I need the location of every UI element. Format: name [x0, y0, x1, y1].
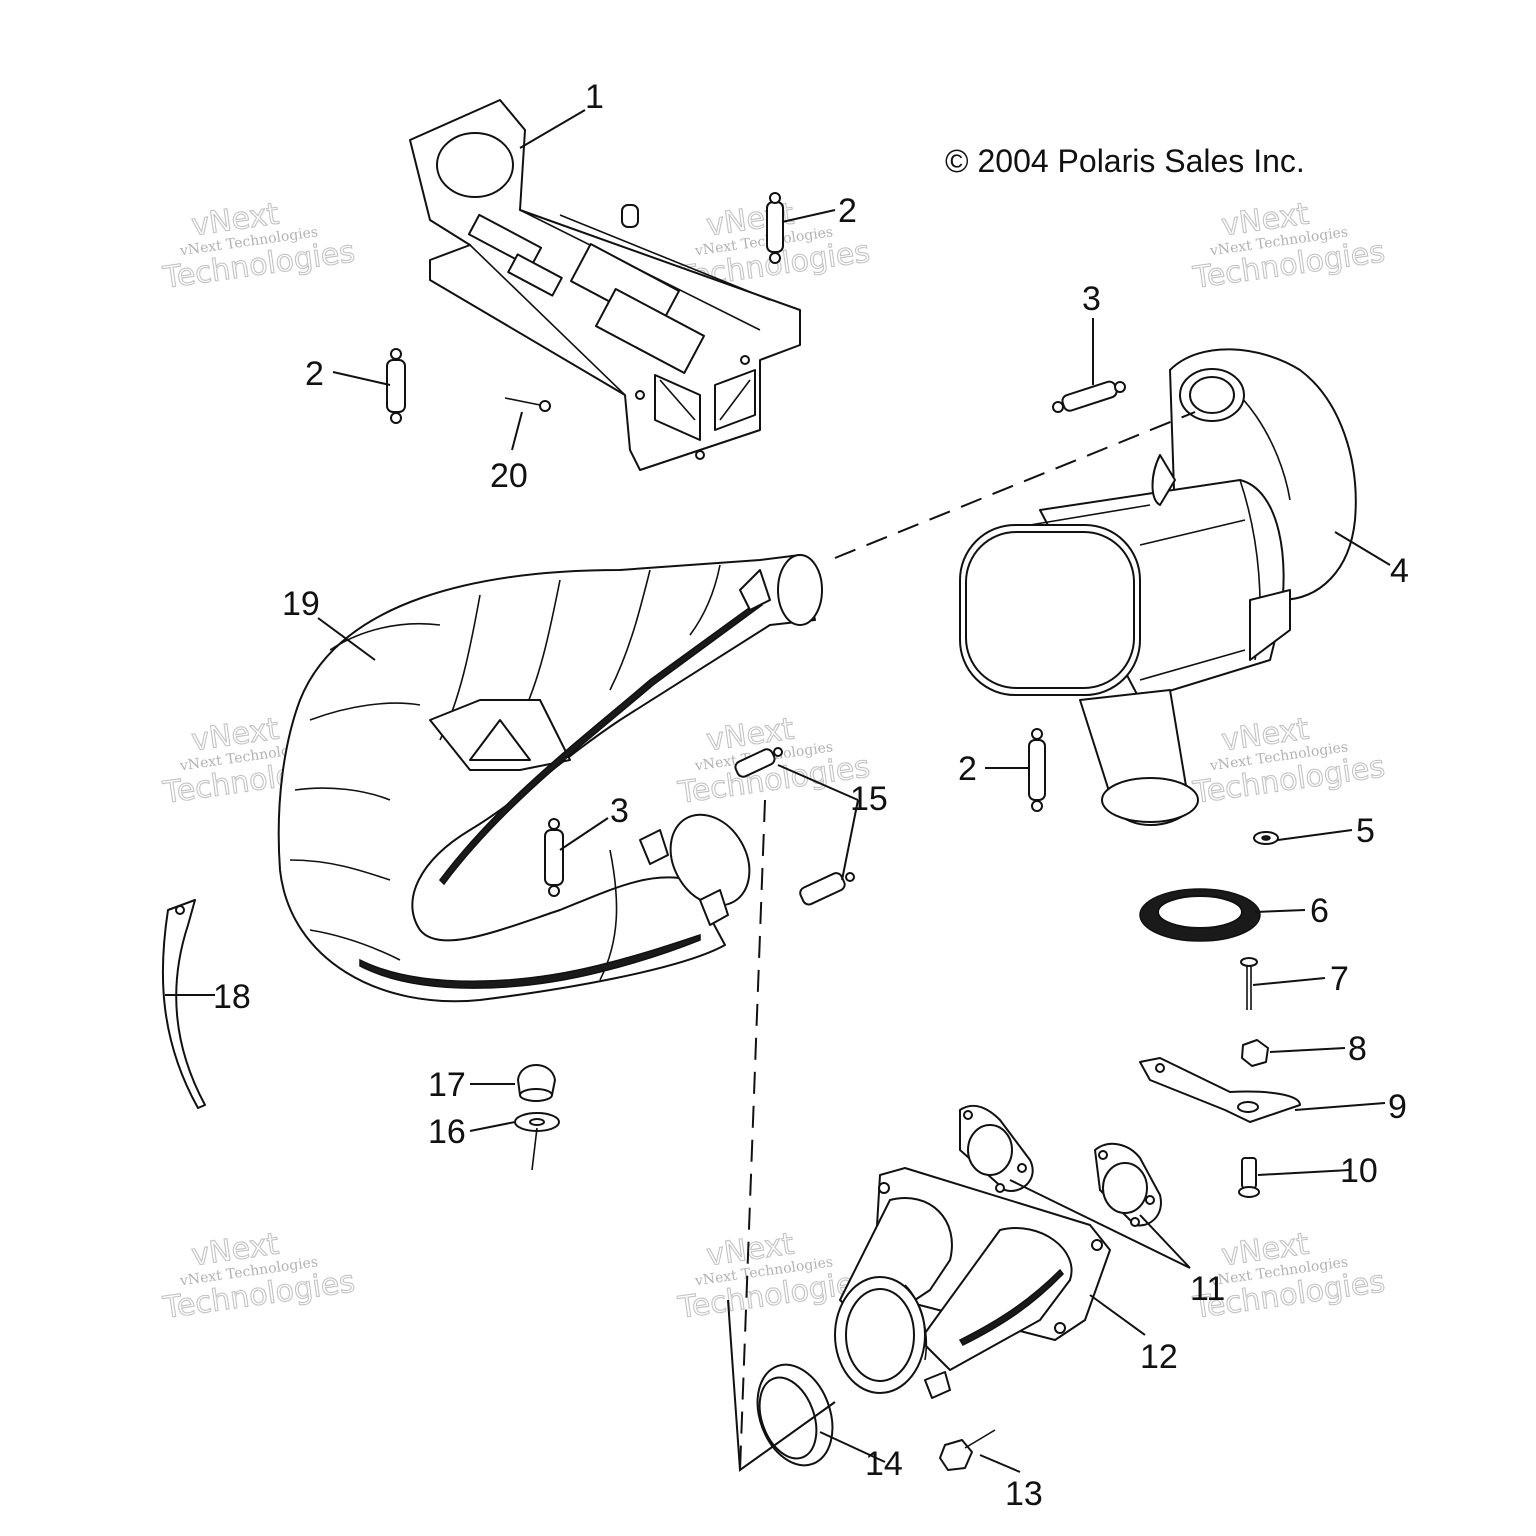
- callout-9: 9: [1388, 1088, 1407, 1126]
- part-expansion-chamber: [277, 554, 823, 1003]
- part-bolt-13: [939, 1429, 996, 1471]
- part-washer-5: [1253, 831, 1279, 845]
- part-gasket-11b: [1094, 1142, 1162, 1227]
- callout-1: 1: [585, 78, 604, 116]
- part-spring-3b: [544, 818, 564, 897]
- watermark-1: vNext vNext Technologies Technologies: [160, 196, 358, 297]
- alignment-line-upper: [834, 411, 1196, 559]
- part-spring-3a: [1052, 380, 1126, 413]
- alignment-line-lower: [739, 799, 766, 1471]
- part-nut-8: [1241, 1039, 1269, 1067]
- part-bolt-7: [1240, 957, 1258, 1010]
- callout-20: 20: [490, 457, 528, 495]
- callout-12: 12: [1140, 1338, 1178, 1376]
- part-spring-2b: [386, 348, 406, 424]
- callout-7: 7: [1330, 960, 1349, 998]
- part-bracket-9: [1139, 1057, 1301, 1123]
- part-strap: [161, 899, 206, 1109]
- watermark-6: vNext vNext Technologies Technologies: [1190, 711, 1388, 812]
- callout-16: 16: [428, 1113, 466, 1151]
- part-exhaust-manifold: [834, 1167, 1111, 1399]
- part-gasket-11a: [959, 1104, 1034, 1193]
- callout-4: 4: [1390, 552, 1409, 590]
- part-spring-15b: [799, 872, 855, 906]
- watermark-3: vNext vNext Technologies Technologies: [1190, 196, 1388, 297]
- part-spring-15a: [734, 747, 783, 778]
- callout-3-middle: 3: [610, 792, 629, 830]
- callout-19: 19: [282, 585, 320, 623]
- callout-6: 6: [1310, 892, 1329, 930]
- part-grommet: [517, 1064, 556, 1102]
- callout-13: 13: [1005, 1475, 1043, 1513]
- callout-2-right: 2: [958, 750, 977, 788]
- part-washer: [514, 1112, 560, 1171]
- watermark-7: vNext vNext Technologies Technologies: [160, 1226, 358, 1327]
- part-spring-2c: [1028, 728, 1046, 812]
- part-stud-10: [1238, 1157, 1260, 1198]
- copyright-text: © 2004 Polaris Sales Inc.: [945, 143, 1305, 179]
- callout-3-top: 3: [1082, 280, 1101, 318]
- callout-10: 10: [1340, 1152, 1378, 1190]
- callout-2-top: 2: [838, 192, 857, 230]
- callout-14: 14: [865, 1445, 903, 1483]
- callout-8: 8: [1348, 1030, 1367, 1068]
- callout-5: 5: [1356, 812, 1375, 850]
- part-silencer: [959, 348, 1357, 826]
- callout-11: 11: [1190, 1270, 1225, 1308]
- part-pin-20: [504, 397, 551, 412]
- part-spring-2a: [766, 192, 784, 264]
- callout-18: 18: [213, 978, 251, 1016]
- callout-2-left: 2: [305, 355, 324, 393]
- callout-17: 17: [428, 1066, 466, 1104]
- part-seal-14: [756, 1363, 834, 1467]
- leader-lines: [165, 109, 1391, 1473]
- callout-15: 15: [850, 780, 888, 818]
- part-gasket-6: [1139, 888, 1261, 942]
- part-mounting-bracket: [409, 99, 801, 471]
